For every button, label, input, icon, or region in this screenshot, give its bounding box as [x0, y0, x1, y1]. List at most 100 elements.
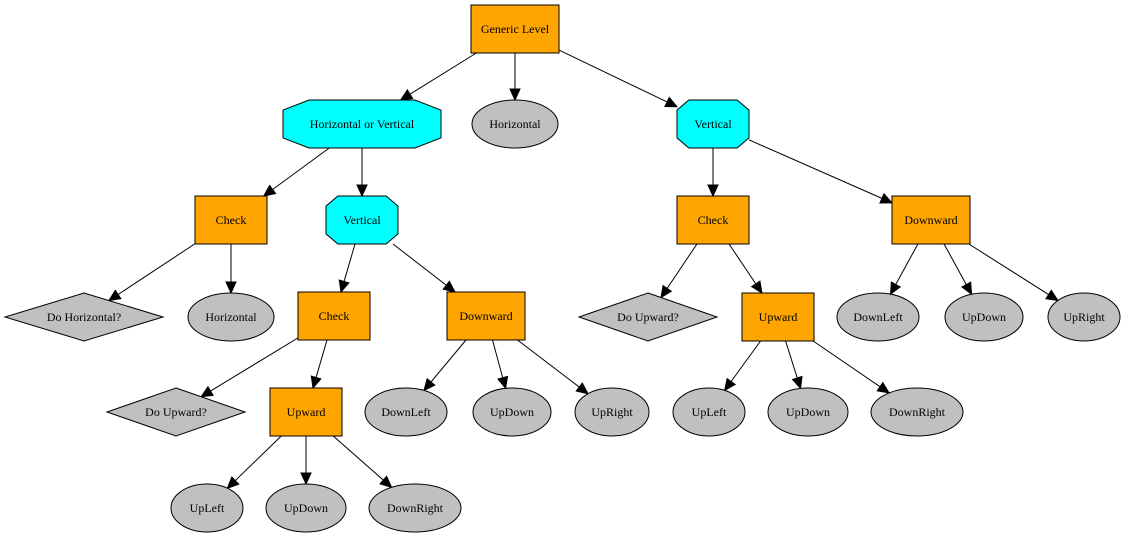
node-downward-box: Downward [446, 291, 526, 341]
arrowhead [1045, 289, 1059, 302]
ellipse-shape [574, 387, 650, 437]
node-do-upward-diamond: Do Upward? [105, 387, 247, 437]
arrowhead [497, 375, 509, 390]
arrowhead [575, 382, 589, 395]
edge-generic-level-to-horizontal-or-vertical [399, 52, 477, 101]
node-updown-ellipse: UpDown [472, 387, 552, 437]
arrowhead [791, 375, 803, 390]
ellipse-shape [672, 387, 746, 437]
arrowhead [509, 88, 521, 102]
edge-vertical-to-downward [392, 243, 456, 293]
arrowhead [664, 96, 679, 108]
arrowhead [200, 385, 214, 398]
ellipse-shape [364, 387, 448, 437]
edge-line [117, 243, 196, 295]
arrowhead [723, 377, 737, 392]
arrowhead [423, 377, 436, 392]
arrowhead [660, 284, 673, 299]
edge-horizontal-or-vertical-to-check [262, 147, 330, 197]
node-label: Do Upward? [145, 405, 207, 419]
edge-line [272, 147, 330, 190]
edge-check-to-do-upward [660, 243, 698, 299]
edge-upward-to-updown [785, 340, 803, 390]
edges-layer [107, 49, 1059, 490]
node-upward-box: Upward [269, 387, 343, 437]
ellipse-shape [767, 387, 849, 437]
node-label: UpDown [786, 405, 830, 419]
edge-generic-level-to-vertical [558, 49, 679, 108]
diamond-shape [577, 292, 719, 342]
node-label: DownRight [387, 501, 444, 515]
edge-line [343, 243, 356, 282]
octagon-shape [282, 99, 442, 149]
node-label: DownRight [889, 405, 946, 419]
node-downright-ellipse: DownRight [368, 483, 462, 533]
node-label: Downward [459, 309, 512, 323]
node-check-box: Check [194, 195, 268, 245]
node-horizontal-ellipse: Horizontal [187, 292, 275, 342]
node-label: UpRight [1063, 310, 1105, 324]
arrowhead [399, 89, 414, 101]
ellipse-shape [1047, 292, 1121, 342]
node-vertical-octagon: Vertical [325, 195, 399, 245]
edge-line [943, 243, 967, 285]
arrowhead [226, 476, 240, 490]
node-label: UpRight [591, 405, 633, 419]
node-label: Vertical [694, 117, 732, 131]
node-upward-box: Upward [741, 292, 815, 342]
arrowhead [262, 184, 277, 197]
edge-upward-to-upleft [226, 435, 282, 490]
box-shape [676, 195, 750, 245]
node-label: Check [319, 309, 350, 323]
node-label: Horizontal or Vertical [310, 117, 415, 131]
node-check-box: Check [297, 291, 371, 341]
edge-downward-to-downleft [423, 339, 467, 392]
edge-check-to-do-upward [200, 337, 299, 398]
arrowhead [338, 279, 350, 294]
edge-downward-to-updown [943, 243, 973, 296]
node-generic-level-box: Generic Level [470, 4, 560, 54]
edge-upward-to-downright [332, 435, 393, 489]
edge-line [315, 339, 328, 378]
node-updown-ellipse: UpDown [265, 483, 347, 533]
ellipse-shape [187, 292, 275, 342]
arrowhead [876, 381, 891, 394]
edge-line [332, 435, 384, 481]
ellipse-shape [472, 387, 552, 437]
box-shape [446, 291, 526, 341]
edge-line [730, 340, 761, 382]
ellipse-shape [265, 483, 347, 533]
arrowhead [960, 281, 973, 296]
edge-line [785, 340, 798, 379]
edge-line [234, 435, 282, 481]
arrowhead [750, 280, 763, 295]
edge-vertical-to-check [338, 243, 356, 294]
node-label: Do Upward? [617, 310, 679, 324]
node-label: Do Horizontal? [47, 310, 121, 324]
node-label: Check [698, 213, 729, 227]
node-label: UpLeft [190, 501, 225, 515]
node-upleft-ellipse: UpLeft [170, 483, 244, 533]
box-shape [269, 387, 343, 437]
arrowhead [879, 192, 894, 204]
box-shape [297, 291, 371, 341]
edge-check-to-upward [310, 339, 328, 390]
node-label: UpLeft [692, 405, 727, 419]
arrowhead [379, 475, 393, 489]
node-label: Horizontal [205, 310, 257, 324]
edge-line [430, 339, 467, 383]
edge-vertical-to-check [707, 148, 719, 198]
node-do-upward-diamond: Do Upward? [577, 292, 719, 342]
ellipse-shape [471, 99, 559, 149]
node-updown-ellipse: UpDown [767, 387, 849, 437]
edge-upward-to-upleft [723, 340, 761, 392]
node-downright-ellipse: DownRight [870, 387, 964, 437]
ellipse-shape [836, 292, 920, 342]
edge-upward-to-downright [812, 340, 891, 394]
octagon-shape [676, 99, 750, 149]
edge-line [558, 49, 668, 103]
node-label: Horizontal [489, 117, 541, 131]
node-label: Vertical [343, 213, 381, 227]
edge-line [392, 243, 447, 286]
